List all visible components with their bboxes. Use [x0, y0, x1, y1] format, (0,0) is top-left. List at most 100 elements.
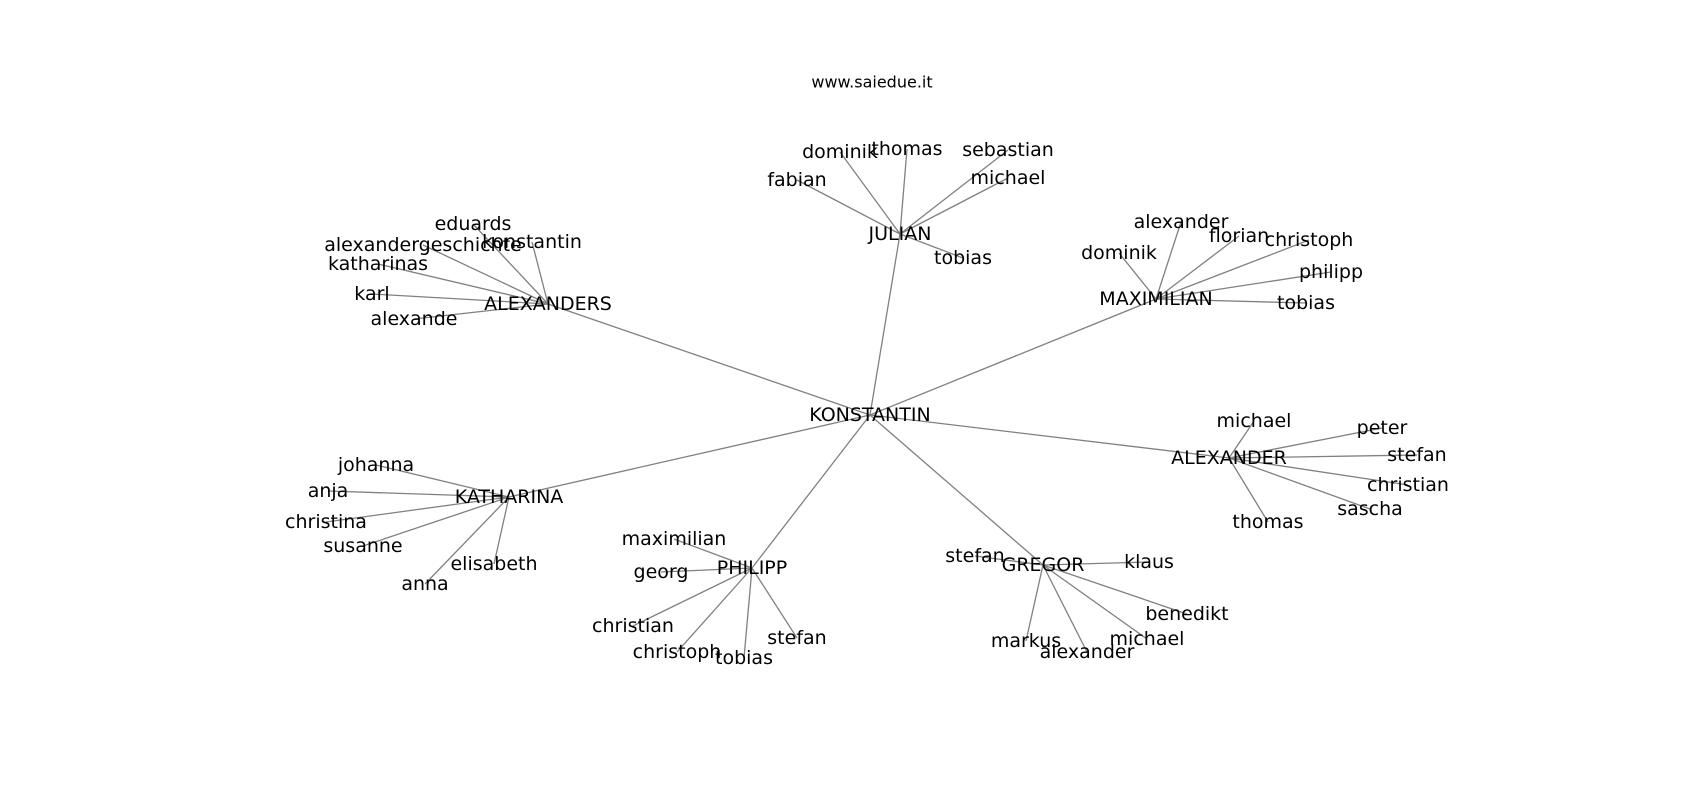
- leaf-node-label: alexander: [1040, 641, 1135, 663]
- leaf-node-label: florian: [1209, 225, 1269, 247]
- edge-hub-to-leaf: [1155, 298, 1307, 304]
- edge-hub-to-leaf: [1118, 252, 1157, 300]
- root-node-label: KONSTANTIN: [809, 404, 930, 426]
- edge-hub-to-leaf: [1228, 457, 1409, 486]
- leaf-node-label: klaus: [1124, 551, 1174, 573]
- edge-hub-to-leaf: [796, 179, 901, 235]
- edge-hub-to-leaf: [327, 490, 510, 498]
- leaf-node-label: maximilian: [622, 528, 727, 550]
- leaf-node-label: konstantin: [482, 231, 582, 253]
- leaf-node-label: katharinas: [328, 253, 428, 275]
- leaf-node-label: stefan: [945, 545, 1004, 567]
- edge-hub-to-leaf: [1042, 561, 1150, 566]
- edge-hub-to-leaf: [974, 555, 1044, 566]
- hub-node-label: KATHARINA: [455, 486, 564, 508]
- leaf-node-label: susanne: [323, 535, 402, 557]
- leaf-node-label: markus: [991, 630, 1061, 652]
- hub-node-label: ALEXANDERS: [484, 293, 612, 315]
- leaf-node-label: christian: [1367, 474, 1449, 496]
- leaf-node-label: stefan: [767, 627, 826, 649]
- leaf-node-label: alexandergeschichte: [324, 234, 521, 256]
- edge-hub-to-leaf: [422, 244, 549, 305]
- edge-hub-to-leaf: [413, 303, 549, 320]
- hub-node-label: JULIAN: [868, 223, 932, 245]
- site-watermark: www.saiedue.it: [811, 73, 932, 92]
- edge-hub-to-leaf: [751, 567, 798, 639]
- edge-hub-to-leaf: [899, 149, 1009, 235]
- edge-hub-to-leaf: [1228, 457, 1269, 523]
- leaf-node-label: christoph: [1265, 229, 1354, 251]
- edge-hub-to-leaf: [1155, 239, 1310, 300]
- leaf-node-label: dominik: [1081, 242, 1157, 264]
- edge-root-to-hub: [869, 414, 1044, 566]
- edge-hub-to-leaf: [531, 241, 549, 305]
- leaf-node-label: tobias: [715, 647, 773, 669]
- hub-node-label: MAXIMILIAN: [1099, 288, 1212, 310]
- leaf-node-label: alexande: [371, 308, 458, 330]
- edge-hub-to-leaf: [660, 567, 753, 573]
- hub-node-label: PHILIPP: [717, 557, 787, 579]
- leaf-node-label: christina: [285, 511, 367, 533]
- edge-hub-to-leaf: [362, 496, 510, 547]
- leaf-node-label: philipp: [1299, 261, 1363, 283]
- graph-edges: [325, 148, 1418, 659]
- leaf-node-label: christian: [592, 615, 674, 637]
- edge-hub-to-leaf: [839, 151, 901, 235]
- leaf-node-label: fabian: [767, 169, 826, 191]
- edge-hub-to-leaf: [1042, 564, 1188, 615]
- edge-hub-to-leaf: [1025, 564, 1044, 642]
- edge-hub-to-leaf: [1228, 427, 1383, 459]
- leaf-node-label: anja: [308, 480, 349, 502]
- edge-hub-to-leaf: [899, 233, 964, 259]
- edge-hub-to-leaf: [676, 567, 753, 653]
- edge-root-to-hub: [869, 233, 901, 416]
- leaf-node-label: alexander: [1134, 211, 1229, 233]
- leaf-node-label: thomas: [1232, 511, 1303, 533]
- leaf-node-label: elisabeth: [450, 553, 537, 575]
- edge-hub-to-leaf: [325, 496, 510, 523]
- edge-hub-to-leaf: [1228, 454, 1418, 459]
- edge-hub-to-leaf: [1155, 235, 1240, 300]
- edge-hub-to-leaf: [371, 293, 549, 305]
- edge-root-to-hub: [869, 298, 1157, 416]
- graph-labels: www.saiedue.it KONSTANTIN JULIANdominikt…: [285, 73, 1449, 670]
- leaf-node-label: sascha: [1337, 498, 1403, 520]
- leaf-node-label: sebastian: [962, 139, 1054, 161]
- edge-hub-to-leaf: [1228, 420, 1255, 459]
- leaf-node-label: tobias: [934, 247, 992, 269]
- leaf-node-label: tobias: [1277, 292, 1335, 314]
- leaf-node-label: anna: [401, 573, 448, 595]
- edge-hub-to-leaf: [493, 496, 510, 565]
- leaf-node-label: michael: [971, 167, 1046, 189]
- edge-hub-to-leaf: [899, 177, 1009, 235]
- leaf-node-label: georg: [634, 561, 689, 583]
- leaf-node-label: michael: [1110, 628, 1185, 650]
- edge-root-to-hub: [751, 414, 871, 569]
- edge-hub-to-leaf: [673, 538, 753, 569]
- edge-root-to-hub: [869, 414, 1230, 459]
- edge-hub-to-leaf: [375, 464, 510, 498]
- leaf-node-label: johanna: [337, 454, 414, 476]
- hub-node-label: GREGOR: [1002, 554, 1085, 576]
- leaf-node-label: benedikt: [1145, 603, 1228, 625]
- edge-hub-to-leaf: [1155, 271, 1332, 300]
- edge-root-to-hub: [547, 303, 871, 416]
- edge-hub-to-leaf: [1042, 564, 1148, 640]
- leaf-node-label: karl: [354, 283, 389, 305]
- edge-hub-to-leaf: [743, 567, 753, 659]
- leaf-node-label: thomas: [871, 138, 942, 160]
- edge-hub-to-leaf: [1042, 564, 1088, 653]
- leaf-node-label: christoph: [633, 641, 722, 663]
- edge-hub-to-leaf: [632, 567, 753, 627]
- edge-root-to-hub: [508, 414, 871, 498]
- leaf-node-label: michael: [1217, 410, 1292, 432]
- edge-hub-to-leaf: [1228, 457, 1371, 510]
- edge-hub-to-leaf: [424, 496, 510, 585]
- hub-node-label: ALEXANDER: [1171, 447, 1287, 469]
- edge-hub-to-leaf: [899, 148, 908, 235]
- edge-hub-to-leaf: [472, 223, 549, 305]
- edge-hub-to-leaf: [1155, 221, 1182, 300]
- leaf-node-label: dominik: [802, 141, 878, 163]
- leaf-node-label: stefan: [1387, 444, 1446, 466]
- edge-hub-to-leaf: [377, 263, 549, 305]
